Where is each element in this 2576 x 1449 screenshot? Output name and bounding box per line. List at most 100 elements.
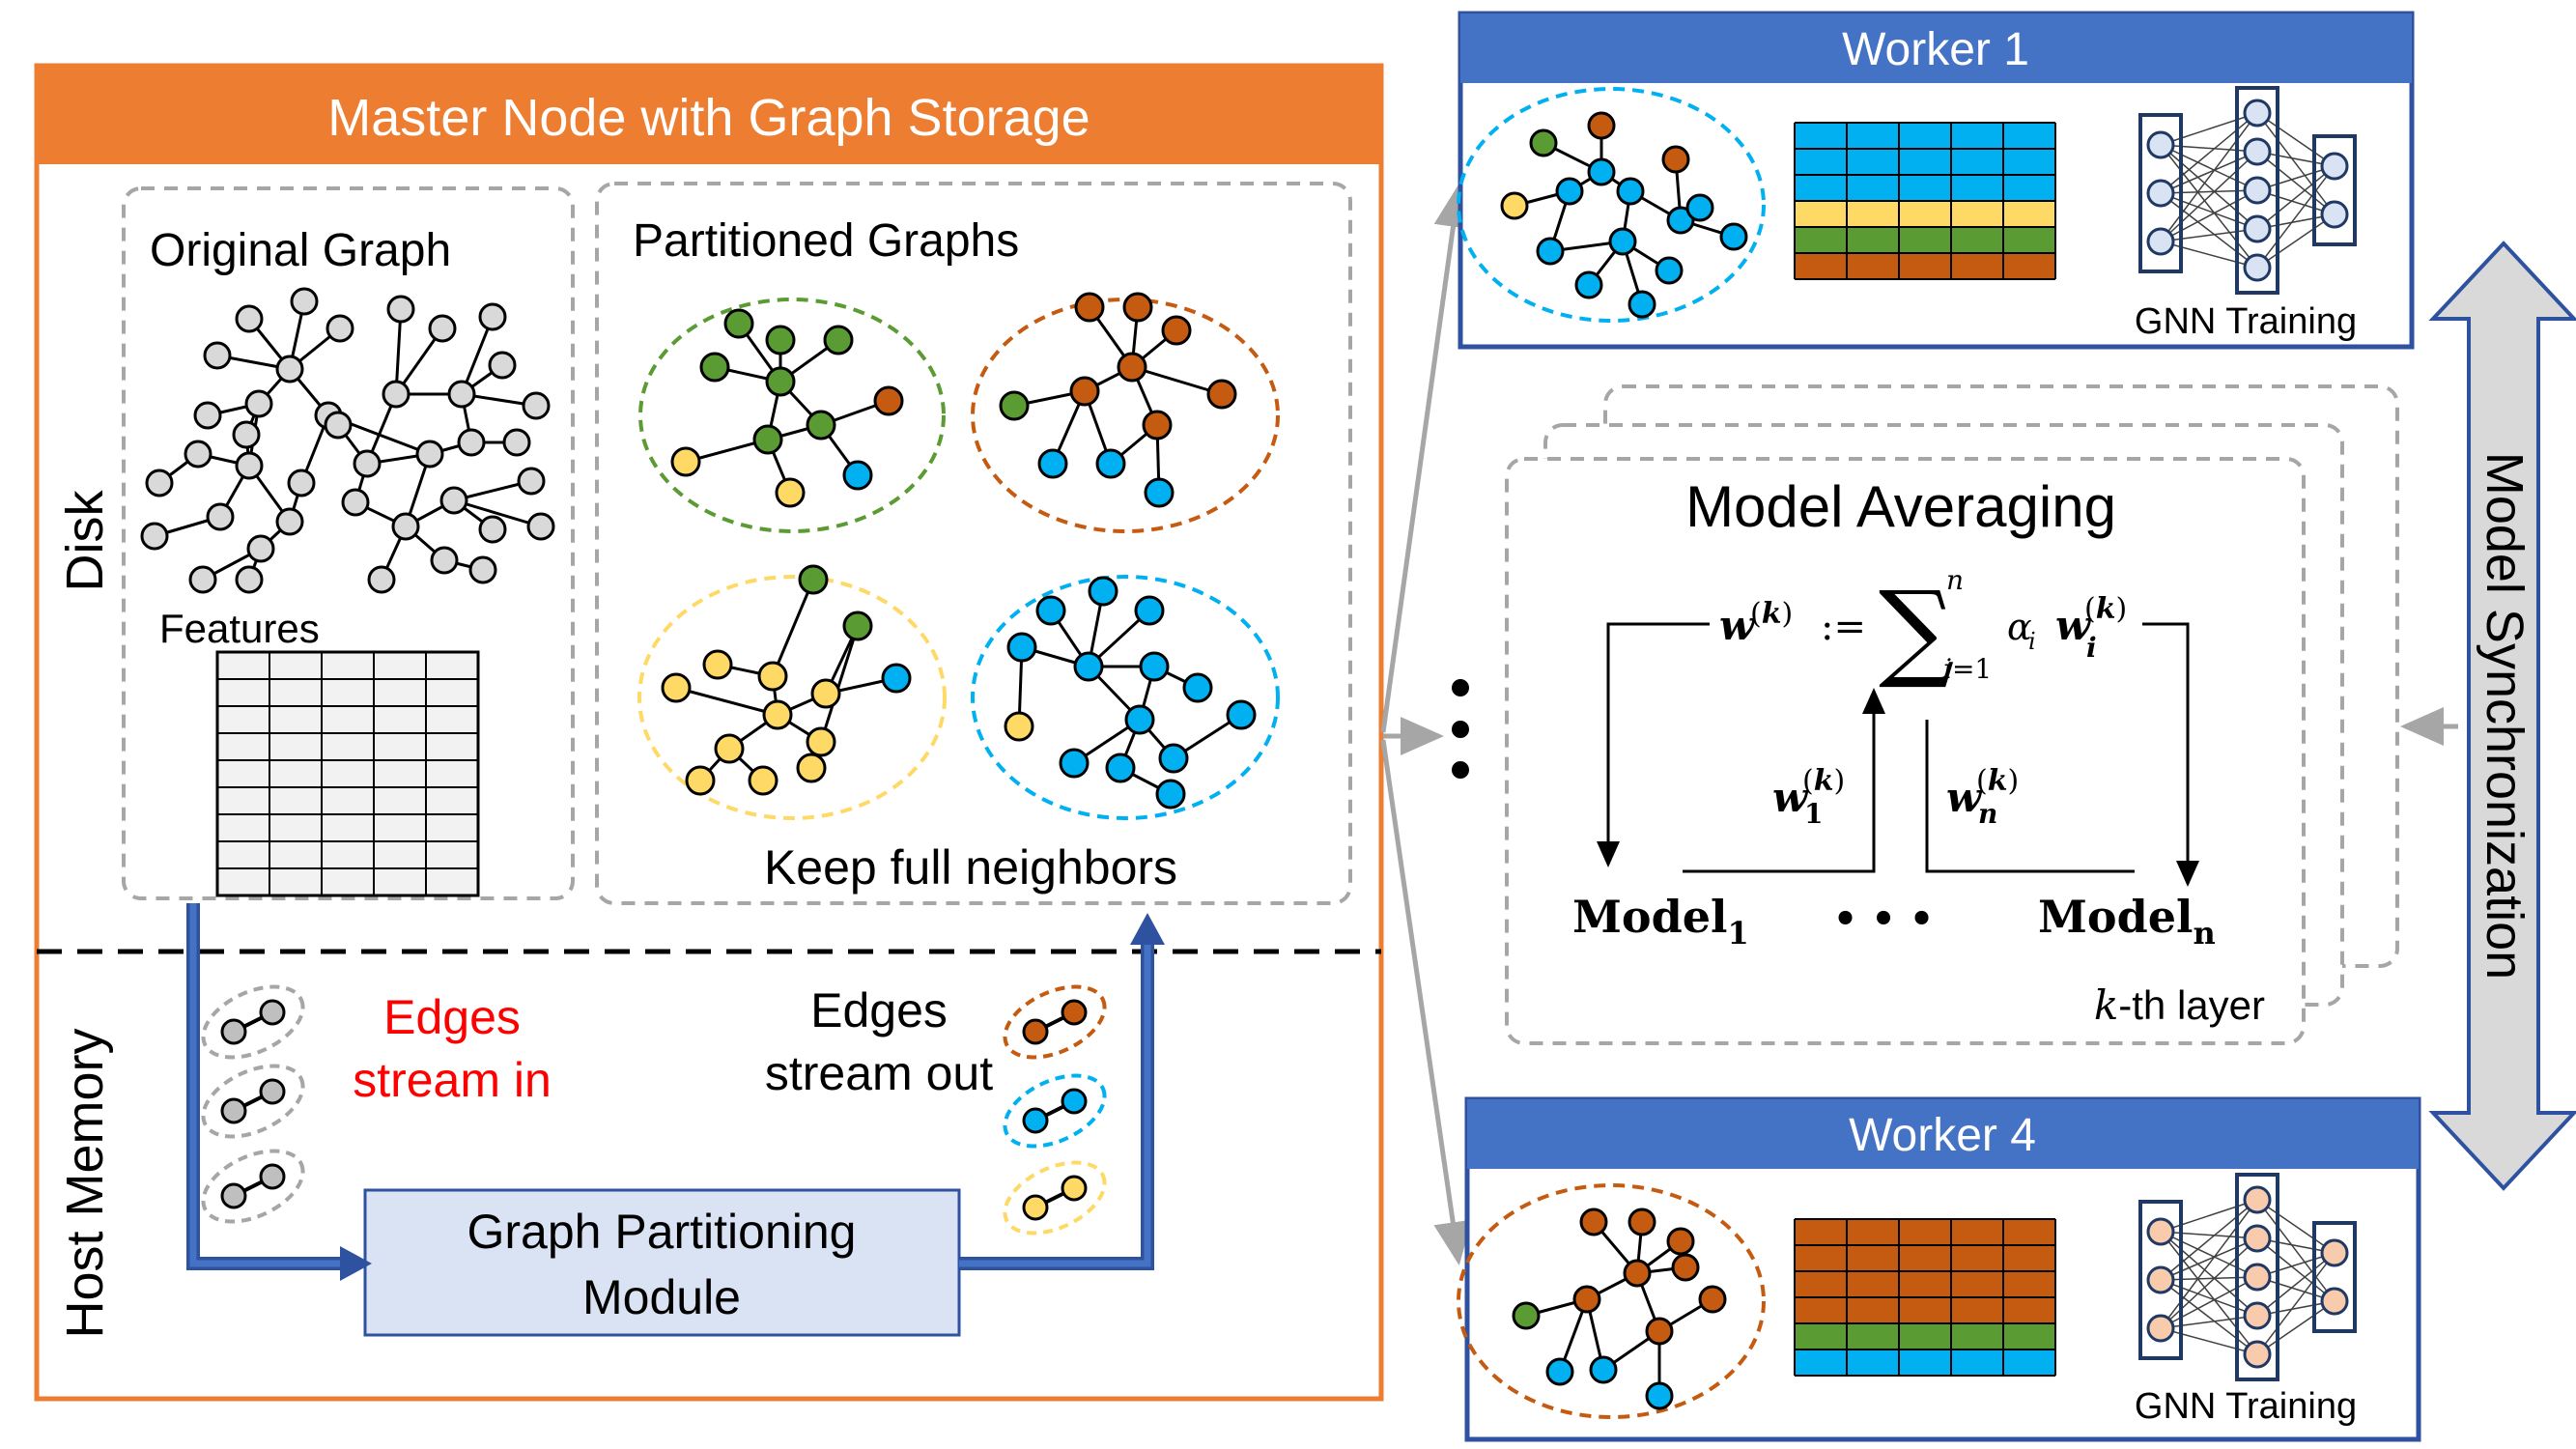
model-ellipsis: • • • (1833, 896, 1935, 942)
graph-node (502, 428, 531, 457)
graph-node (1666, 206, 1695, 235)
svg-text:n: n (1946, 564, 1964, 596)
gnn-neuron (2320, 152, 2349, 181)
edge-endpoint (1061, 999, 1088, 1026)
graph-node (1069, 376, 1100, 407)
svg-text:w: w (1772, 774, 1809, 821)
broadcast-right-line (2142, 622, 2199, 887)
graph-node (526, 512, 555, 541)
gnn-connection (2256, 165, 2335, 230)
gnn-connection (2160, 1231, 2258, 1239)
edge-endpoint (220, 1182, 247, 1209)
graph-node (235, 565, 264, 594)
graph-node (145, 469, 174, 497)
graph-node (1158, 743, 1189, 774)
edge-container (1003, 1160, 1107, 1236)
graph-node (1572, 1285, 1601, 1314)
gnn-connection (2160, 144, 2258, 191)
graph-node (1579, 1208, 1608, 1236)
feature-row (1795, 253, 2055, 279)
gnn-neuron (2243, 1185, 2272, 1214)
gnn-neuron (2320, 1238, 2349, 1267)
graph-node (775, 477, 806, 508)
gnn-neuron (2243, 137, 2272, 166)
graph-node (1719, 222, 1748, 251)
graph-node (1206, 379, 1237, 410)
gnn-connection (2160, 192, 2258, 269)
gnn-connection (2160, 144, 2258, 153)
gnn-layer (2235, 86, 2279, 295)
graph-node (765, 366, 796, 397)
gnn-connection (2160, 189, 2258, 242)
upload-left-line (1683, 688, 1885, 873)
graph-node (1006, 632, 1037, 663)
graph-node (765, 325, 796, 355)
worker-partition-ellipse (1457, 87, 1766, 323)
keep-neighbors-label: Keep full neighbors (764, 840, 1177, 895)
gnn-connection (2256, 165, 2335, 269)
graph-edge (394, 308, 403, 395)
graph-node (235, 451, 264, 480)
feature-row (1795, 1297, 2055, 1323)
svg-text:∑: ∑ (1879, 568, 1955, 692)
svg-text:w: w (1719, 602, 1756, 649)
feature-row (1795, 1350, 2055, 1376)
graph-node (1134, 595, 1165, 626)
gnn-connection (2160, 144, 2258, 269)
gnn-layer (2312, 134, 2357, 246)
w1-label: w (k) 1 (1772, 764, 1845, 830)
svg-text:i=1: i=1 (1943, 653, 1992, 685)
graph-node (1037, 448, 1068, 479)
graph-node (244, 389, 273, 418)
graph-node (324, 411, 353, 440)
graph-node (1623, 1259, 1652, 1288)
feature-row (1795, 1271, 2055, 1297)
graph-node (1142, 410, 1173, 440)
gnn-neuron (2146, 1314, 2175, 1343)
svg-text:1: 1 (1804, 798, 1823, 830)
graph-node (290, 287, 319, 316)
edges-out-label-line2: stream out (765, 1046, 993, 1100)
graph-node (386, 295, 415, 324)
graph-node (1529, 128, 1558, 157)
edge-endpoint (220, 1018, 247, 1045)
gnn-neuron (2243, 176, 2272, 205)
gnn-connection (2256, 1199, 2335, 1254)
graph-node (1655, 256, 1684, 285)
graph-node (661, 672, 692, 703)
graph-node (1666, 1227, 1695, 1256)
model-n-label: Modeln (2038, 891, 2216, 952)
graph-node (1628, 290, 1656, 319)
graph-node (1161, 315, 1192, 346)
graph-edge (453, 498, 542, 528)
graph-node (1105, 753, 1136, 783)
worker-1-subgraph (1457, 87, 1766, 323)
svg-text:(k): (k) (1976, 764, 2019, 798)
graph-node (517, 467, 546, 496)
graph-node (1073, 651, 1104, 682)
gnn-neuron (2320, 1287, 2349, 1316)
more-workers-dot (1452, 721, 1469, 738)
model-synchronization-label: Model Synchronization (2476, 452, 2534, 980)
original-graph-label: Original Graph (150, 225, 451, 276)
partition-ellipse (971, 298, 1280, 533)
graph-node (1587, 157, 1616, 186)
svg-text:α: α (2007, 606, 2032, 648)
graph-node (457, 428, 486, 457)
graph-node (796, 753, 827, 783)
graph-node (1226, 699, 1257, 730)
gnn-connection (2160, 1237, 2258, 1329)
graph-node (1616, 177, 1645, 206)
graph-node (326, 314, 354, 343)
graph-node (842, 611, 873, 641)
partition-ellipse (637, 575, 947, 820)
gnn-neuron (2146, 130, 2175, 159)
distribution-arrows (1380, 184, 1473, 1265)
graph-node (468, 555, 497, 584)
original-graph (140, 287, 555, 594)
graph-node (806, 410, 836, 440)
module-label-line1: Graph Partitioning (467, 1205, 856, 1259)
worker-4-training-label: GNN Training (2135, 1386, 2357, 1427)
worker-4-panel: Worker 4 GNN Training (1457, 1096, 2421, 1442)
